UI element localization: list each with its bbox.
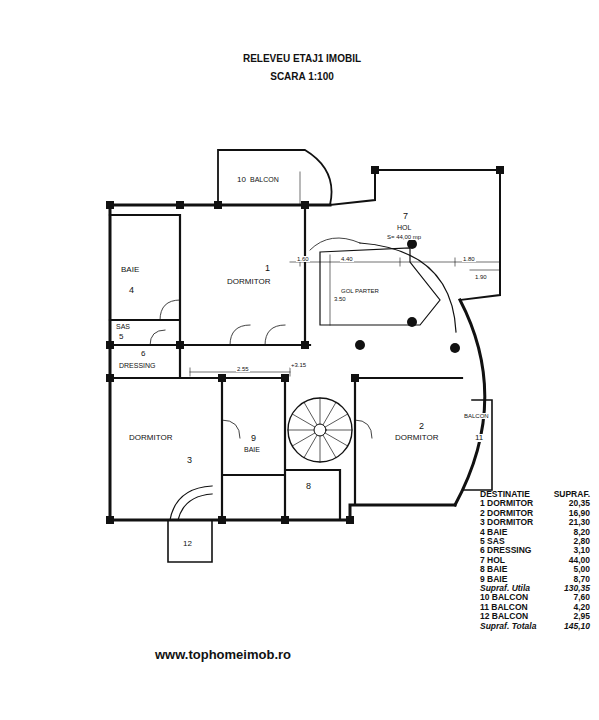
table-cell: 3,10 [573, 546, 590, 555]
room-label: +3.15 [290, 362, 307, 368]
room-label: 12 [182, 540, 193, 548]
room-label: 9 [250, 434, 257, 443]
table-cell: 4,20 [573, 603, 590, 612]
table-cell: 4 BAIE [480, 528, 507, 537]
room-label: 4.40 [340, 256, 354, 262]
room-label: 2 [418, 422, 425, 431]
room-label: 10 [236, 176, 247, 184]
watermark: www.tophomeimob.ro [155, 648, 291, 661]
plan-title: RELEVEU ETAJ1 IMOBIL [243, 54, 361, 64]
table-cell: Supraf. Totala [480, 622, 536, 631]
room-label: DORMITOR [226, 278, 271, 286]
room-label: DORMITOR [394, 434, 439, 442]
room-label: BALCON [249, 176, 280, 183]
table-cell: 10 BALCON [480, 593, 528, 602]
table-cell: 9 BAIE [480, 575, 507, 584]
table-cell: 2 DORMITOR [480, 509, 533, 518]
table-cell: 2,95 [573, 612, 590, 621]
table-cell: 11 BALCON [480, 603, 528, 612]
room-label: 1 [264, 264, 271, 273]
table-cell: 6 DRESSING [480, 546, 532, 555]
room-label: SAS [115, 323, 131, 330]
table-cell: 7,60 [573, 593, 590, 602]
table-cell: 8,70 [573, 575, 590, 584]
table-cell: 5 SAS [480, 537, 505, 546]
table-cell: 2,80 [573, 537, 590, 546]
room-label: 3 [186, 456, 193, 465]
room-label: DRESSING [118, 362, 157, 369]
room-label: BAIE [243, 446, 261, 453]
table-cell: 130,35 [564, 584, 590, 593]
room-label: S= 44,00 mp [386, 234, 422, 240]
room-label: 1.80 [462, 256, 476, 262]
table-cell: 8,20 [573, 528, 590, 537]
room-label: 5 [118, 333, 124, 341]
room-label: DORMITOR [128, 434, 173, 442]
room-label: BALCON [463, 413, 490, 419]
room-label: 1.90 [474, 274, 488, 280]
table-cell: DESTINATIE [480, 490, 530, 499]
table-cell: 21,30 [569, 518, 590, 527]
room-label: 1.60 [296, 256, 310, 262]
table-cell: SUPRAF. [554, 490, 590, 499]
room-label: 2.55 [236, 366, 250, 372]
room-label: 6 [140, 350, 146, 358]
table-cell: 3 DORMITOR [480, 518, 533, 527]
room-label: HOL [396, 224, 412, 231]
room-label: BAIE [120, 266, 140, 274]
room-label: 11 [474, 434, 484, 442]
table-cell: 20,35 [569, 499, 590, 508]
room-label: GOL PARTER [340, 288, 380, 294]
table-cell: 7 HOL [480, 556, 505, 565]
table-cell: 12 BALCON [480, 612, 528, 621]
room-label: 3.50 [333, 296, 347, 302]
table-cell: 145,10 [564, 622, 590, 631]
table-cell: 8 BAIE [480, 565, 507, 574]
scale-note: SCARA 1:100 [270, 72, 334, 82]
room-label: 7 [402, 212, 409, 221]
table-cell: 1 DORMITOR [480, 499, 533, 508]
room-label: 4 [128, 286, 135, 295]
table-cell: 16,90 [569, 509, 590, 518]
table-cell: 44,00 [569, 556, 590, 565]
room-label: 8 [305, 482, 312, 491]
table-cell: 5,00 [573, 565, 590, 574]
table-cell: Supraf. Utila [480, 584, 530, 593]
